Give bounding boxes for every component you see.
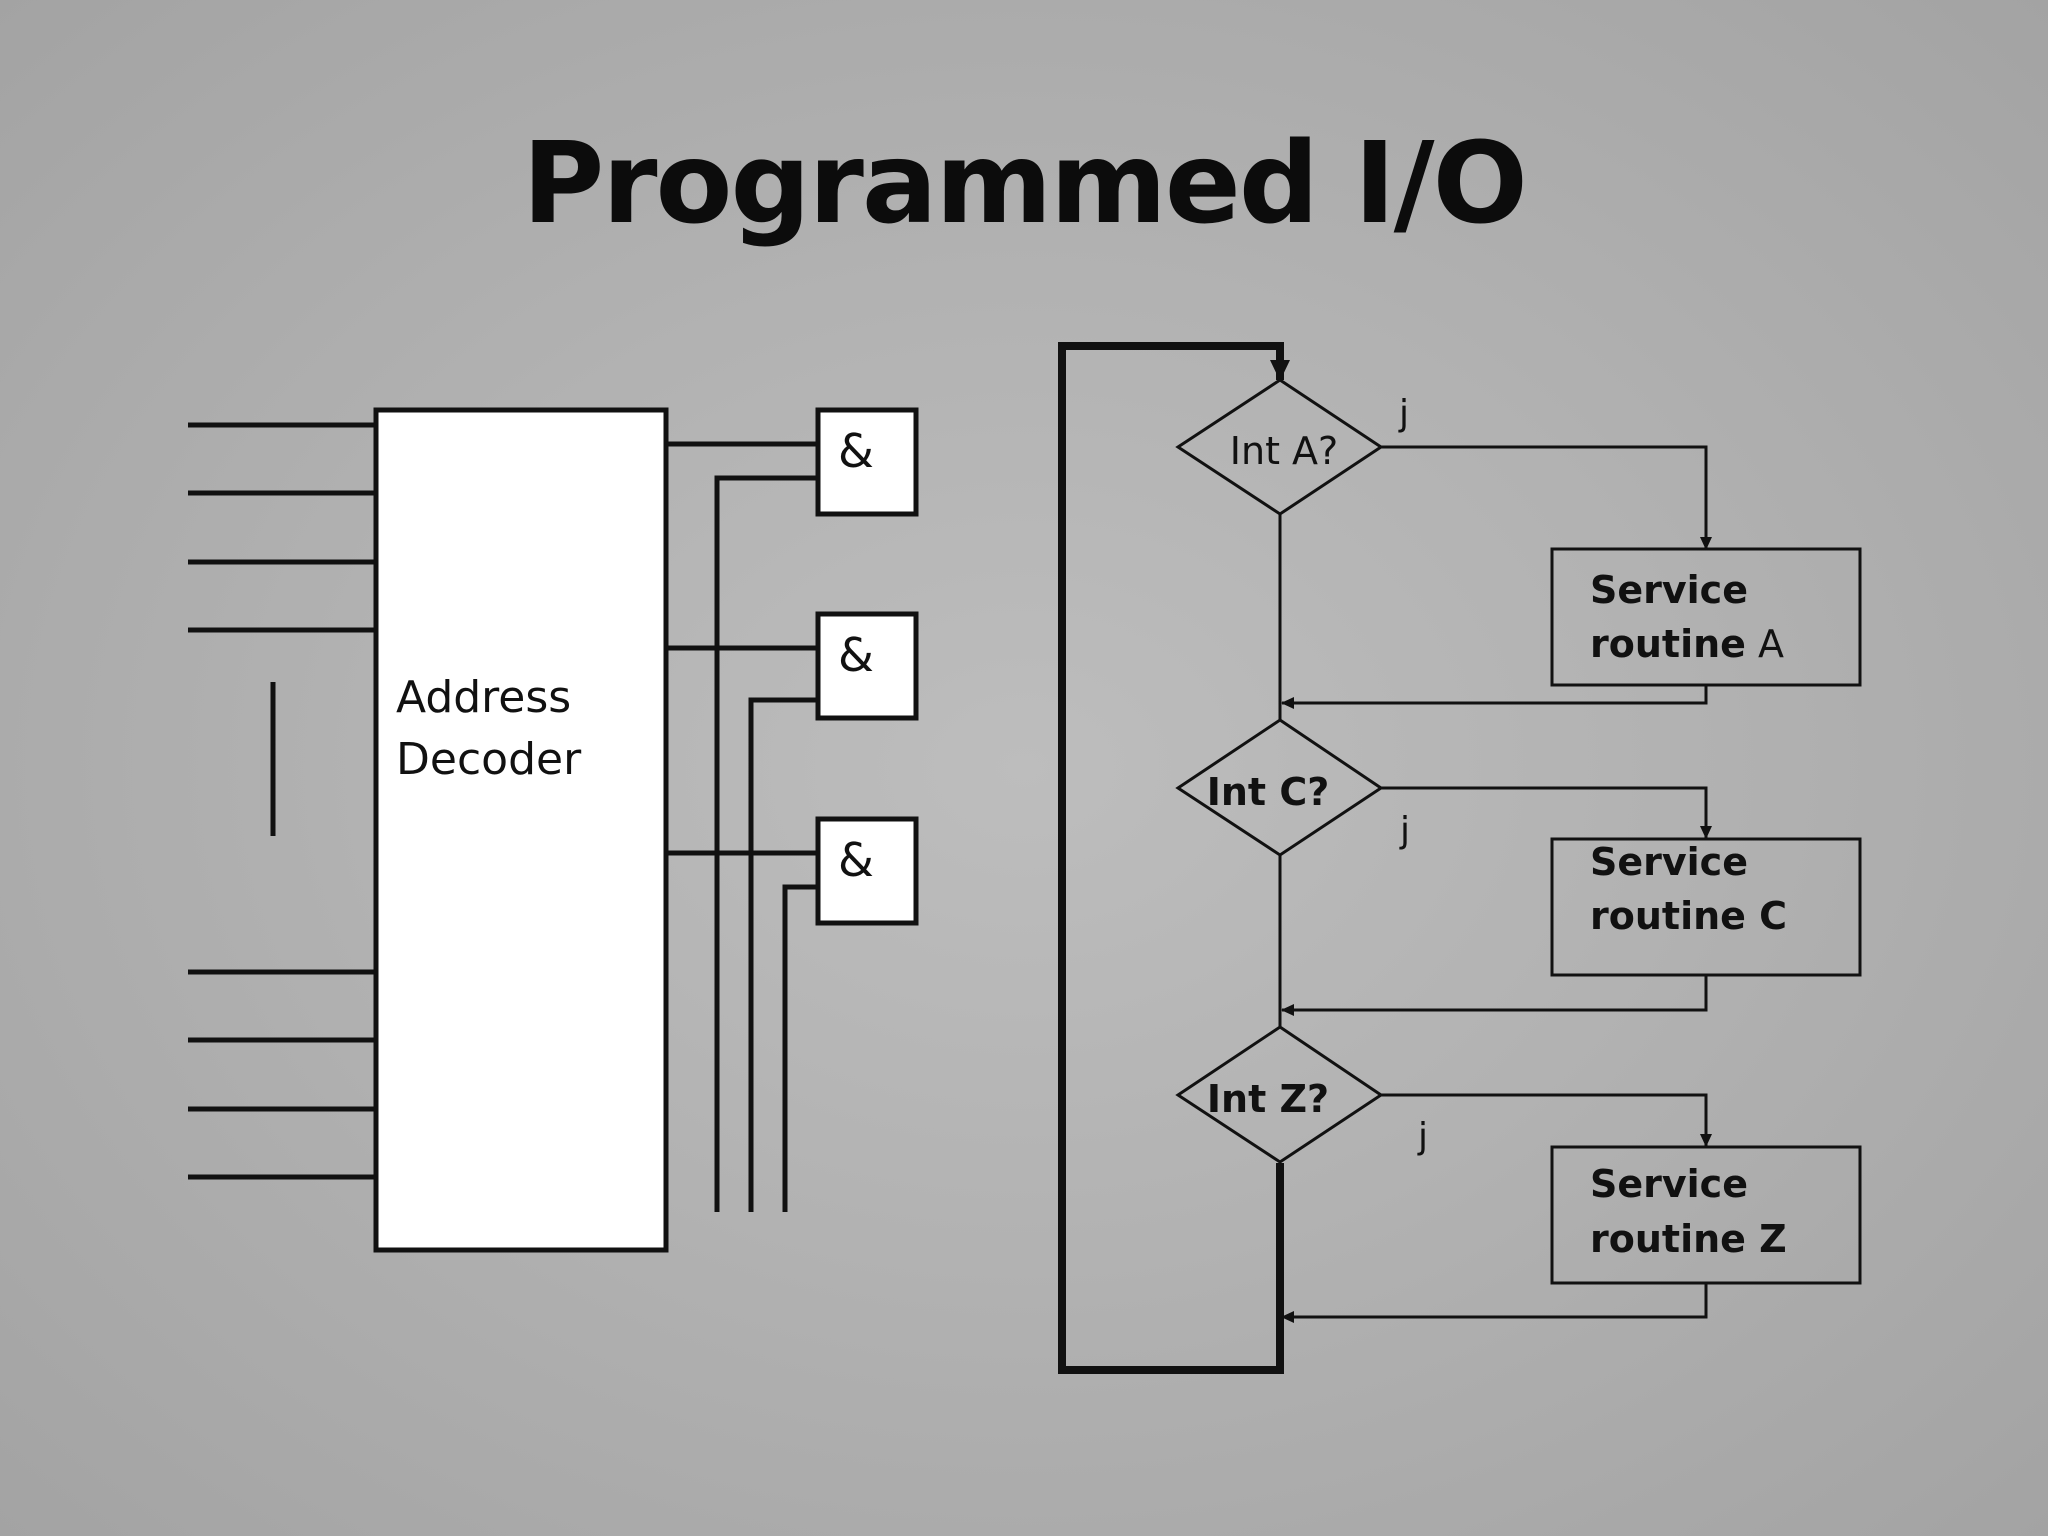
control-line xyxy=(748,697,818,1212)
polling-loop xyxy=(1058,342,1290,1374)
routine-line2-suffix: A xyxy=(1746,622,1784,666)
decision-int-z: Int Z? j xyxy=(1175,1025,1428,1164)
return-arrow xyxy=(1281,686,1708,709)
decoder-outputs xyxy=(666,441,818,856)
and-gate-box xyxy=(815,611,919,721)
decision-label: Int A? xyxy=(1230,429,1338,473)
routine-line2: routine Z xyxy=(1590,1217,1787,1261)
and-gate-box xyxy=(815,816,919,926)
branch-label: j xyxy=(1399,810,1410,851)
return-arrow xyxy=(1281,975,1708,1016)
decision-diamond xyxy=(1175,378,1384,516)
decision-label: Int C? xyxy=(1207,770,1330,814)
and-gate: & xyxy=(815,816,919,926)
decision-diamond xyxy=(1175,1025,1384,1164)
branch-label: j xyxy=(1417,1116,1428,1157)
control-line xyxy=(782,884,818,1212)
branch-arrows xyxy=(1381,445,1712,1147)
and-gate-symbol: & xyxy=(838,628,874,682)
routine-line1: Service xyxy=(1590,1162,1748,1206)
decision-diamond xyxy=(1175,718,1384,857)
routine-line2-bold: routine xyxy=(1590,622,1746,666)
return-arrows xyxy=(1281,686,1708,1323)
decision-label: Int Z? xyxy=(1207,1077,1329,1121)
routine-box xyxy=(1550,837,1862,977)
routine-line1: Service xyxy=(1590,840,1748,884)
control-lines xyxy=(714,475,818,1212)
routine-box xyxy=(1550,1145,1862,1285)
control-line xyxy=(714,475,818,1212)
address-lines-top xyxy=(188,422,376,633)
routine-line2: routine C xyxy=(1590,894,1787,938)
decision-int-c: Int C? j xyxy=(1175,718,1410,857)
routine-line2-bold: routine Z xyxy=(1590,1217,1787,1261)
branch-label: j xyxy=(1398,393,1409,434)
routine-line1: Service xyxy=(1590,568,1748,612)
branch-arrow xyxy=(1381,786,1712,839)
and-gate: & xyxy=(815,407,919,517)
address-lines-bottom xyxy=(188,969,376,1180)
and-gate-box xyxy=(815,407,919,517)
decoder-label-line1: Address xyxy=(396,672,571,723)
routine-box xyxy=(1550,547,1862,687)
decision-int-a: Int A? j xyxy=(1175,378,1409,516)
address-decoder-box xyxy=(373,407,669,1253)
and-gate-symbol: & xyxy=(838,833,874,887)
decoder-label-line2: Decoder xyxy=(396,734,582,785)
routine-line2-bold: routine C xyxy=(1590,894,1787,938)
branch-arrow xyxy=(1381,445,1712,550)
routine-line2: routine A xyxy=(1590,622,1784,666)
service-routine-a: Service routine A xyxy=(1550,547,1862,687)
service-routine-c: Service routine C xyxy=(1550,837,1862,977)
and-gate-symbol: & xyxy=(838,424,874,478)
service-routine-z: Service routine Z xyxy=(1550,1145,1862,1285)
return-arrow xyxy=(1281,1283,1708,1323)
slide-title: Programmed I/O xyxy=(522,119,1528,249)
and-gate: & xyxy=(815,611,919,721)
branch-arrow xyxy=(1381,1093,1712,1147)
